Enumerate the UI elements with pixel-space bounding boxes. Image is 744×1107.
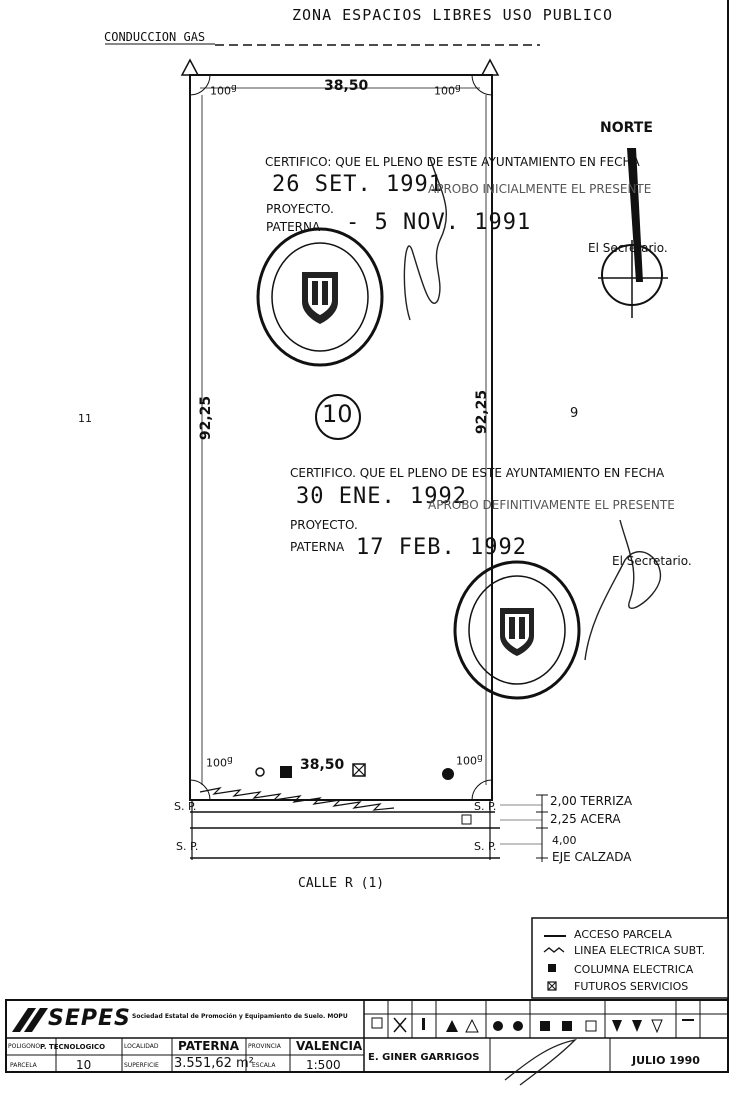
sp-label: S. P. xyxy=(474,800,497,813)
polygon-label: POLIGONO xyxy=(8,1043,41,1050)
corner-angle: 100g xyxy=(206,754,233,770)
signature-icon xyxy=(403,157,448,321)
parcel-number-circle xyxy=(315,394,361,440)
localidad-label: LOCALIDAD xyxy=(124,1043,159,1050)
stamp1-line2: APROBO INICIALMENTE EL PRESENTE xyxy=(428,182,652,196)
superficie-label: SUPERFICIE xyxy=(124,1062,159,1069)
polygon-value: P. TECNOLOGICO xyxy=(40,1043,106,1051)
legend-item-electric-column: COLUMNA ELECTRICA xyxy=(574,963,694,976)
electric-line xyxy=(199,787,395,811)
corner-angle: 100g xyxy=(434,82,461,98)
seal-icon xyxy=(256,227,384,367)
future-services-icon xyxy=(352,763,366,777)
future-services-icon xyxy=(461,814,472,825)
parcela-value: 10 xyxy=(76,1058,92,1072)
legend-item-access: ACCESO PARCELA xyxy=(574,928,672,941)
north-label: NORTE xyxy=(600,120,653,136)
signature-icon xyxy=(584,519,662,661)
parcel-outline xyxy=(189,74,493,801)
gas-line-label: CONDUCCION GAS xyxy=(104,30,206,44)
stamp1-date2: - 5 NOV. 1991 xyxy=(346,210,532,235)
stamp2-paterna: PATERNA xyxy=(290,540,345,554)
escala-label: ESCALA xyxy=(252,1062,276,1069)
street-label: CALLE R (1) xyxy=(298,876,385,891)
provincia-label: PROVINCIA xyxy=(248,1043,281,1050)
stamp1-line1: CERTIFICO: QUE EL PLENO DE ESTE AYUNTAMI… xyxy=(265,155,640,169)
stamp2-proyecto: PROYECTO. xyxy=(290,518,358,532)
parcel-number: 10 xyxy=(322,400,353,428)
sp-label: S. P. xyxy=(474,840,497,853)
survey-marker-icon xyxy=(480,58,500,76)
top-width-dimension: 38,50 xyxy=(324,78,369,94)
drawing-date: JULIO 1990 xyxy=(632,1054,700,1067)
stamp1-secretario: El Secretario. xyxy=(588,241,668,255)
sp-label: S. P. xyxy=(176,840,199,853)
superficie-value: 3.551,62 m² xyxy=(174,1056,254,1071)
right-neighbor-parcel: 9 xyxy=(570,406,579,421)
parcela-label: PARCELA xyxy=(10,1062,37,1069)
author: E. GINER GARRIGOS xyxy=(368,1052,480,1063)
section-acera: 2,25 ACERA xyxy=(550,812,621,826)
sepes-logo-icon xyxy=(12,1008,48,1032)
right-length-dimension: 92,25 xyxy=(474,389,491,435)
left-neighbor-parcel: 11 xyxy=(78,412,92,425)
stamp1-date1: 26 SET. 1991 xyxy=(272,172,443,197)
sp-label: S. P. xyxy=(174,800,197,813)
legend-box xyxy=(531,917,729,999)
provincia-value: VALENCIA xyxy=(296,1039,363,1053)
escala-value: 1:500 xyxy=(306,1058,341,1072)
corner-angle: 100g xyxy=(210,82,237,98)
stamp1-paterna: PATERNA xyxy=(266,220,321,234)
stamp1-proyecto: PROYECTO. xyxy=(266,202,334,216)
bottom-width-dimension: 38,50 xyxy=(300,757,345,773)
stamp2-line2: APROBO DEFINITIVAMENTE EL PRESENTE xyxy=(428,498,675,512)
stamp2-date2: 17 FEB. 1992 xyxy=(356,535,527,560)
survey-marker-icon xyxy=(180,58,200,76)
section-eje: EJE CALZADA xyxy=(552,850,632,864)
service-marker-icon xyxy=(255,767,265,777)
stamp2-line1: CERTIFICO. QUE EL PLENO DE ESTE AYUNTAMI… xyxy=(290,466,665,480)
service-marker-icon xyxy=(442,768,454,780)
stamp2-secretario: El Secretario. xyxy=(612,554,692,568)
signature-icon xyxy=(504,1038,577,1086)
seal-icon xyxy=(453,560,581,700)
title-block-icons xyxy=(371,1017,694,1034)
legend-item-electric-line: LINEA ELECTRICA SUBT. xyxy=(574,944,706,957)
sepes-logo: SEPES xyxy=(48,1006,131,1031)
section-terraza: 2,00 TERRIZA xyxy=(550,794,633,808)
top-zone-label: ZONA ESPACIOS LIBRES USO PUBLICO xyxy=(292,6,613,24)
corner-angle: 100g xyxy=(456,752,483,768)
org-name: Sociedad Estatal de Promoción y Equipami… xyxy=(132,1013,348,1020)
section-eje-value: 4,00 xyxy=(552,834,577,847)
left-length-dimension: 92,25 xyxy=(198,395,215,441)
electric-column-icon xyxy=(280,766,292,778)
legend-item-future-services: FUTUROS SERVICIOS xyxy=(574,980,689,993)
localidad-value: PATERNA xyxy=(178,1039,240,1053)
stamp2-date1: 30 ENE. 1992 xyxy=(296,484,467,509)
title-block-frame xyxy=(5,999,729,1073)
